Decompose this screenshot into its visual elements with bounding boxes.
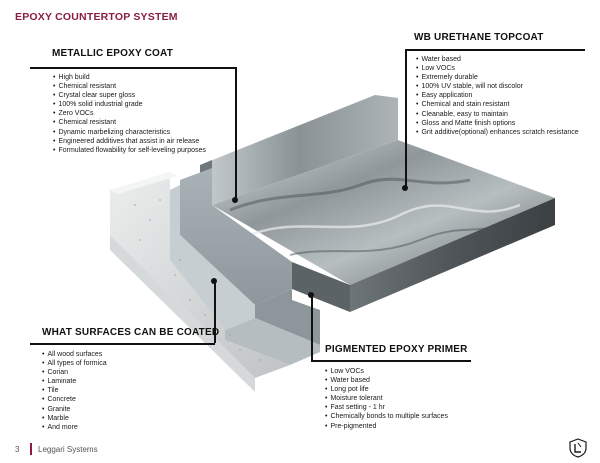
primer-heading: PIGMENTED EPOXY PRIMER [325,344,468,355]
list-item: Long pot life [325,385,448,394]
surfaces-leader [214,281,216,343]
metallic-heading: METALLIC EPOXY COAT [52,48,174,59]
list-item: Marble [42,414,107,423]
list-item: 100% UV stable, will not discolor [416,82,586,91]
list-item: Chemical resistant [53,82,206,91]
footer-divider [30,443,32,455]
metallic-underline [30,67,236,69]
list-item: Crystal clear super gloss [53,91,206,100]
list-item: Corian [42,368,107,377]
list-item: Water based [325,376,448,385]
list-item: Tile [42,386,107,395]
surfaces-list: All wood surfaces All types of formica C… [42,350,107,432]
list-item: All types of formica [42,359,106,368]
urethane-list: Water based Low VOCs Extremely durable 1… [416,55,586,137]
primer-leader [311,295,313,360]
list-item: Engineered additives that assist in air … [53,137,206,146]
list-item: Grit additive(optional) enhances scratch… [416,128,586,137]
list-item: High build [53,73,206,82]
document-title: EPOXY COUNTERTOP SYSTEM [15,11,178,23]
list-item: Gloss and Matte finish options [416,119,586,128]
list-item: Pre-pigmented [325,422,448,431]
list-item: Chemical resistant [53,118,206,127]
list-item: And more [42,423,107,432]
list-item: Formulated flowability for self-leveling… [53,146,205,155]
list-item: Water based [416,55,586,64]
company-name: Leggari Systems [38,445,98,454]
list-item: Extremely durable [416,73,586,82]
primer-list: Low VOCs Water based Long pot life Moist… [325,367,448,431]
list-item: 100% solid industrial grade [53,100,206,109]
list-item: Dynamic marbelizing characteristics [53,128,206,137]
list-item: Laminate [42,377,107,386]
list-item: Low VOCs [416,64,586,73]
urethane-heading: WB URETHANE TOPCOAT [414,32,544,43]
urethane-underline [405,49,585,51]
list-item: Low VOCs [325,367,448,376]
leggari-logo-icon [569,438,587,458]
metallic-leader [235,67,237,199]
list-item: Fast setting - 1 hr [325,403,448,412]
urethane-marker [402,185,408,191]
list-item: Chemically bonds to multiple surfaces [325,412,448,421]
list-item: Chemical and stain resistant [416,100,586,109]
list-item: All wood surfaces [42,350,107,359]
list-item: Granite [42,405,107,414]
list-item: Easy application [416,91,586,100]
metallic-list: High build Chemical resistant Crystal cl… [53,73,206,155]
list-item: Moisture tolerant [325,394,448,403]
list-item: Cleanable, easy to maintain [416,110,586,119]
list-item: Zero VOCs [53,109,206,118]
metallic-marker [232,197,238,203]
page-number: 3 [15,445,20,454]
primer-underline [311,360,471,362]
list-item: Concrete [42,395,107,404]
surfaces-heading: WHAT SURFACES CAN BE COATED [42,327,220,338]
urethane-leader [405,49,407,187]
surfaces-underline [30,343,215,345]
